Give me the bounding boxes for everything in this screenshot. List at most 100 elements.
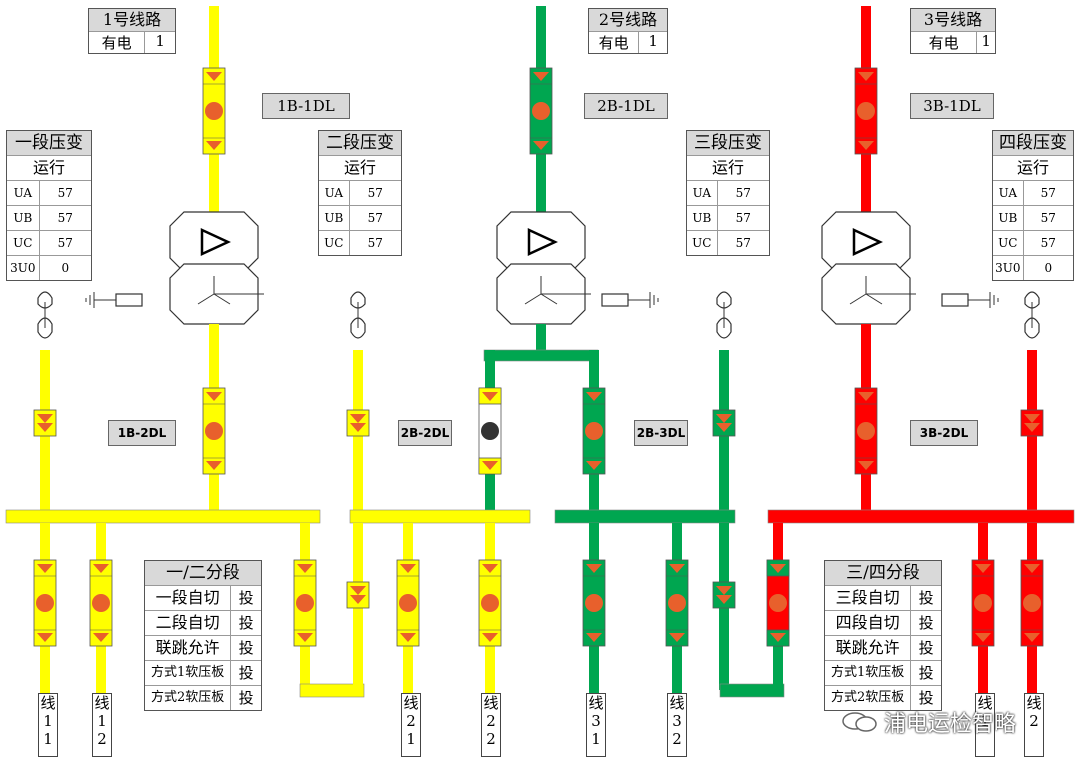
tr2-lv-stub [536, 324, 546, 354]
pt1-disconnect[interactable] [33, 409, 57, 437]
breaker-3b-2dl[interactable] [854, 387, 878, 475]
pt4-disconnect[interactable] [1020, 409, 1044, 437]
breaker-1b-2dl[interactable] [202, 387, 226, 475]
section-3-4-row-2-value[interactable]: 投 [910, 611, 941, 635]
pt-1-3u0-value: 0 [38, 256, 91, 280]
transformer-1[interactable] [169, 211, 264, 325]
pt-2-uc-label: UC [324, 236, 344, 250]
pt-1-ub-value: 57 [38, 206, 91, 230]
line-3-info: 3号线路 有电 1 [910, 8, 996, 54]
pt-2-ua-label: UA [324, 186, 344, 200]
section-1-2-row-5-value[interactable]: 投 [230, 686, 261, 710]
ground-2-icon [601, 292, 659, 308]
pt4-fuse-icon[interactable] [1024, 291, 1040, 339]
feeder-breaker-6[interactable] [665, 559, 689, 647]
pt-4-status: 运行 [993, 155, 1073, 180]
line-1-name: 1号线路 [102, 10, 162, 29]
wechat-logo-icon [842, 712, 877, 732]
section-3-4-row-1-label: 三段自切 [835, 588, 900, 607]
section-3-4-row-5-value[interactable]: 投 [910, 686, 941, 710]
pt-1-ua-value: 57 [38, 181, 91, 205]
breaker-label-1b-1dl: 1B-1DL [262, 93, 350, 119]
pt-4-title: 四段压变 [993, 131, 1073, 155]
section-1-2-row-3-value[interactable]: 投 [230, 636, 261, 660]
line-3-name: 3号线路 [923, 10, 983, 29]
section-1-2-row-1-label: 一段自切 [155, 588, 220, 607]
feeder-breaker-7[interactable] [971, 559, 995, 647]
section-1-2-row-1-value[interactable]: 投 [230, 586, 261, 610]
pt-2-status: 运行 [319, 155, 401, 180]
section-1-2-title: 一/二分段 [145, 561, 261, 585]
pt-2-title: 二段压变 [319, 131, 401, 155]
bus-tie-breaker-3-4[interactable] [766, 559, 790, 647]
feeder-breaker-5[interactable] [582, 559, 606, 647]
bus-tie-disconnect-3-4[interactable] [712, 581, 736, 609]
pt-4-ub-label: UB [998, 211, 1018, 225]
breaker-2b-1dl[interactable] [529, 67, 553, 155]
section-3-4-row-1-value[interactable]: 投 [910, 586, 941, 610]
line-1-value: 1 [144, 32, 175, 53]
pt-3-ub-value: 57 [716, 206, 769, 230]
busbar-section-1 [5, 509, 321, 524]
pt-2-ub-label: UB [324, 211, 344, 225]
line-1-info: 1号线路 有电 1 [88, 8, 176, 54]
pt3-fuse-icon[interactable] [716, 291, 732, 339]
section-1-2-row-2-label: 二段自切 [155, 613, 220, 632]
feeder-breaker-2[interactable] [89, 559, 113, 647]
pt-3-ua-value: 57 [716, 181, 769, 205]
section-3-4-row-4-value[interactable]: 投 [910, 661, 941, 685]
breaker-2b-3dl[interactable] [582, 387, 606, 475]
tie-3-4-right-top [773, 523, 783, 560]
breaker-1b-1dl[interactable] [202, 67, 226, 155]
breaker-label-2b-1dl: 2B-1DL [584, 93, 668, 119]
pt-1-uc-label: UC [13, 236, 33, 250]
pt-4-ua-value: 57 [1022, 181, 1073, 205]
feeder-breaker-3[interactable] [396, 559, 420, 647]
bus-tie-disconnect-1-2[interactable] [346, 581, 370, 609]
feeder-breaker-4[interactable] [478, 559, 502, 647]
feeder-breaker-1[interactable] [33, 559, 57, 647]
line-2-value: 1 [638, 32, 667, 53]
busbar-section-4 [767, 509, 1075, 524]
transformer-3[interactable] [821, 211, 916, 325]
breaker-2b-2dl[interactable] [478, 387, 502, 475]
pt-4-3u0-label: 3U0 [995, 261, 1021, 275]
section-3-4-row-4-label: 方式1软压板 [830, 665, 905, 680]
line-3-value: 1 [976, 32, 995, 53]
breaker-3b-1dl[interactable] [854, 67, 878, 155]
pt-1-uc-value: 57 [38, 231, 91, 255]
pt2-fuse-icon[interactable] [350, 291, 366, 339]
section-3-4-row-5-label: 方式2软压板 [830, 690, 905, 705]
line-2-state: 有电 [598, 34, 629, 52]
pt-1-3u0-label: 3U0 [10, 261, 36, 275]
tie-3-4-right-bottom [773, 640, 783, 690]
section-1-2-row-2-value[interactable]: 投 [230, 611, 261, 635]
bus-tie-breaker-1-2[interactable] [293, 559, 317, 647]
section-1-2-panel: 一/二分段 一段自切投 二段自切投 联跳允许投 方式1软压板投 方式2软压板投 [144, 560, 262, 711]
pt2-disconnect[interactable] [346, 409, 370, 437]
feeder-breaker-8[interactable] [1020, 559, 1044, 647]
pt-1-status: 运行 [7, 155, 91, 180]
pt-4-uc-value: 57 [1022, 231, 1073, 255]
pt3-disconnect[interactable] [712, 409, 736, 437]
section-1-2-row-5-label: 方式2软压板 [150, 690, 225, 705]
pt-1-ub-label: UB [13, 211, 33, 225]
pt1-fuse-icon[interactable] [37, 291, 53, 339]
busbar-section-3 [554, 509, 736, 524]
tie-3-4-bottom [719, 683, 785, 698]
section-3-4-row-3-value[interactable]: 投 [910, 636, 941, 660]
transformer-2[interactable] [496, 211, 591, 325]
section-1-2-row-4-value[interactable]: 投 [230, 661, 261, 685]
